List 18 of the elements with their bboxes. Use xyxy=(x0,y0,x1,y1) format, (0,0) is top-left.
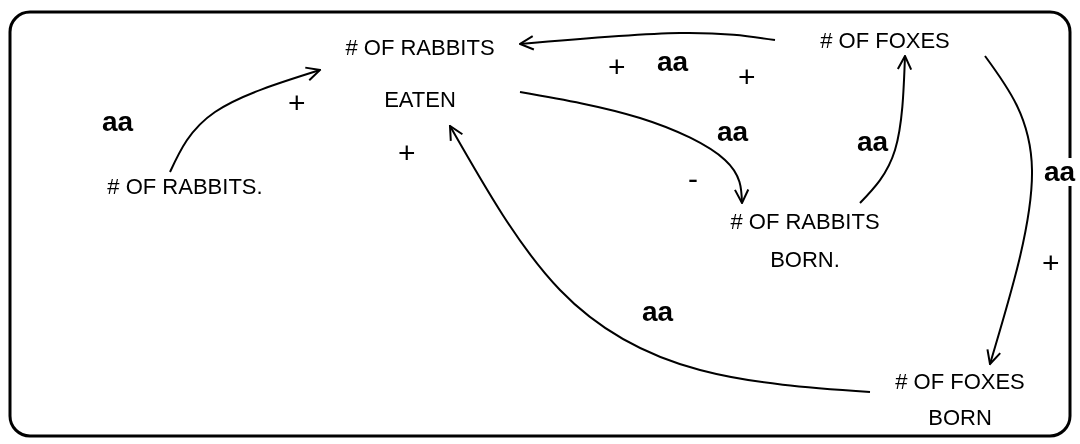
polarity-sign: + xyxy=(738,62,756,92)
polarity-sign: + xyxy=(288,88,306,118)
node-label: # OF RABBITS. xyxy=(107,173,263,201)
node-label: # OF FOXES BORN xyxy=(894,368,1026,432)
node-label: # OF RABBITS BORN. xyxy=(729,208,881,274)
polarity-sign: + xyxy=(398,138,416,168)
polarity-sign: - xyxy=(688,164,698,194)
arrow xyxy=(859,55,913,204)
edge-label: aa xyxy=(1042,158,1078,186)
arrow xyxy=(519,91,750,204)
arrow xyxy=(984,55,1033,365)
arrow xyxy=(449,125,871,393)
polarity-sign: + xyxy=(608,52,626,82)
arrow xyxy=(169,66,321,173)
polarity-sign: + xyxy=(1042,248,1060,278)
arrow xyxy=(519,31,776,51)
node-label: # OF FOXES xyxy=(820,27,950,55)
node-label: # OF RABBITS EATEN xyxy=(344,34,496,114)
